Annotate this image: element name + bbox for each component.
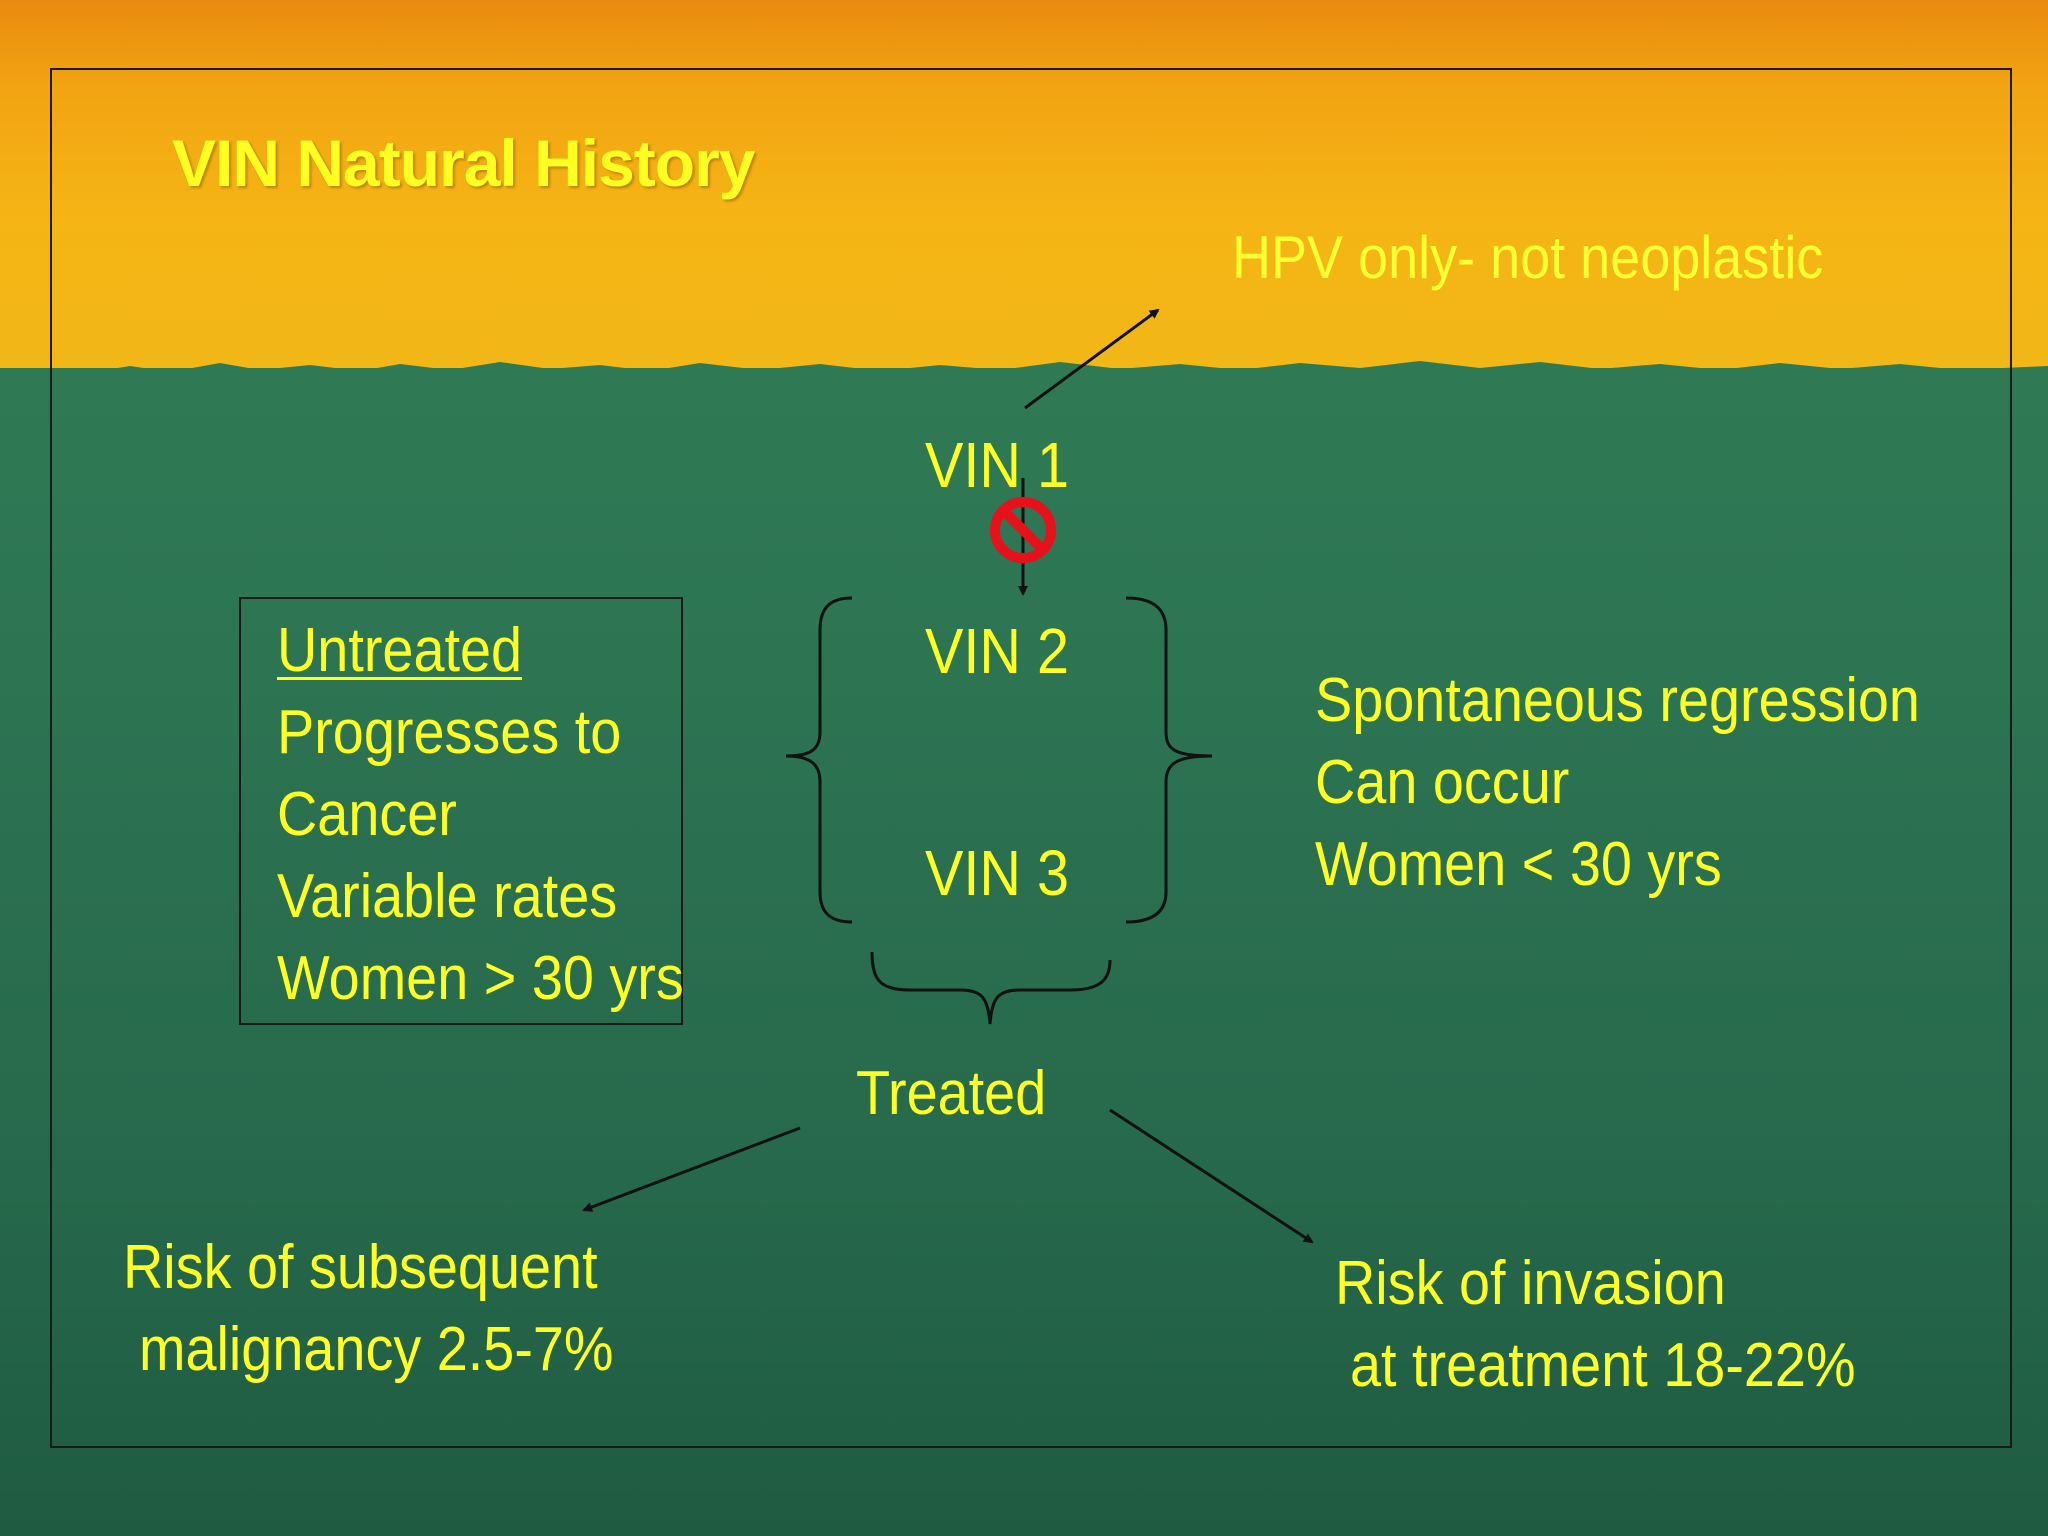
torn-edge	[0, 361, 2048, 390]
left-brace	[785, 596, 853, 924]
risk-invasion-line1: Risk of invasion	[1335, 1249, 1726, 1318]
untreated-heading: Untreated	[277, 616, 523, 685]
untreated-line: Women > 30 yrs	[277, 944, 684, 1013]
risk-malignancy-line2: malignancy 2.5-7%	[139, 1315, 614, 1384]
right-brace	[1125, 596, 1213, 924]
slide-frame	[50, 68, 2012, 1448]
prohibition-icon	[990, 497, 1056, 563]
arrow-to-malignancy	[582, 1126, 801, 1212]
vin3-label: VIN 3	[925, 837, 1070, 909]
regression-line: Women < 30 yrs	[1315, 830, 1722, 899]
vin1-label: VIN 1	[925, 429, 1070, 501]
vin2-label: VIN 2	[925, 615, 1070, 687]
treated-label: Treated	[856, 1059, 1047, 1128]
bottom-brace	[870, 951, 1112, 1025]
risk-malignancy-line1: Risk of subsequent	[123, 1233, 598, 1302]
background-top-band	[0, 0, 2048, 400]
regression-line: Can occur	[1315, 748, 1570, 817]
hpv-note: HPV only- not neoplastic	[1232, 224, 1824, 291]
untreated-line: Progresses to	[277, 698, 622, 767]
regression-line: Spontaneous regression	[1315, 666, 1920, 735]
untreated-line: Cancer	[277, 780, 457, 849]
arrow-to-invasion	[1109, 1108, 1314, 1244]
risk-invasion-line2: at treatment 18-22%	[1350, 1331, 1856, 1400]
untreated-line: Variable rates	[277, 862, 618, 931]
arrow-to-hpv	[1024, 308, 1160, 410]
untreated-box	[239, 597, 683, 1025]
slide-title: VIN Natural History	[172, 126, 755, 200]
